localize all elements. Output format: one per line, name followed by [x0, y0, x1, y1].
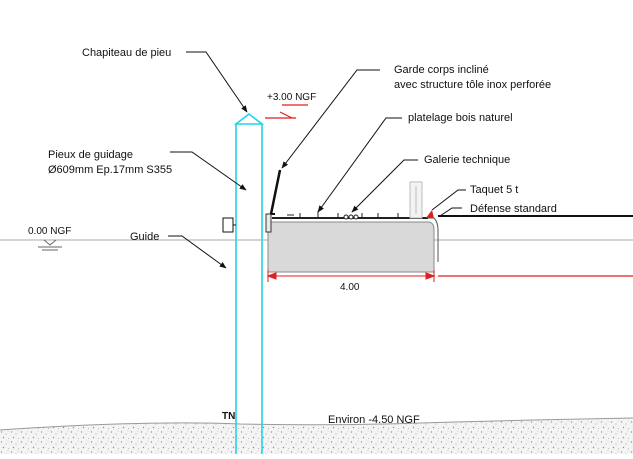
gallery-post: [409, 181, 423, 219]
label-level-zero: 0.00 NGF: [28, 226, 71, 237]
dimension-4m: [266, 270, 436, 282]
label-galerie: Galerie technique: [424, 154, 510, 166]
label-level-top: +3.00 NGF: [267, 92, 316, 103]
guide-pile: [233, 112, 265, 454]
red-elements: [265, 104, 633, 277]
label-environ: Environ -4.50 NGF: [328, 414, 420, 426]
label-taquet: Taquet 5 t: [470, 184, 518, 196]
label-platelage: platelage bois naturel: [408, 112, 513, 124]
guide-bracket: [222, 217, 236, 233]
label-chapiteau: Chapiteau de pieu: [82, 47, 171, 59]
label-pieux-line2: Ø609mm Ep.17mm S355: [48, 164, 172, 176]
inclined-guardrail: [269, 169, 282, 215]
label-dimension: 4.00: [340, 282, 360, 293]
seabed: [0, 417, 633, 454]
label-garde-corps-line1: Garde corps incliné: [394, 64, 489, 76]
pontoon: [265, 213, 439, 273]
water-level-symbol: [38, 239, 62, 251]
label-pieux-line1: Pieux de guidage: [48, 149, 133, 161]
label-guide: Guide: [130, 231, 159, 243]
label-garde-corps-line2: avec structure tôle inox perforée: [394, 79, 551, 91]
leader-lines: [168, 51, 466, 269]
label-tn: TN: [222, 411, 235, 422]
label-defense: Défense standard: [470, 203, 557, 215]
